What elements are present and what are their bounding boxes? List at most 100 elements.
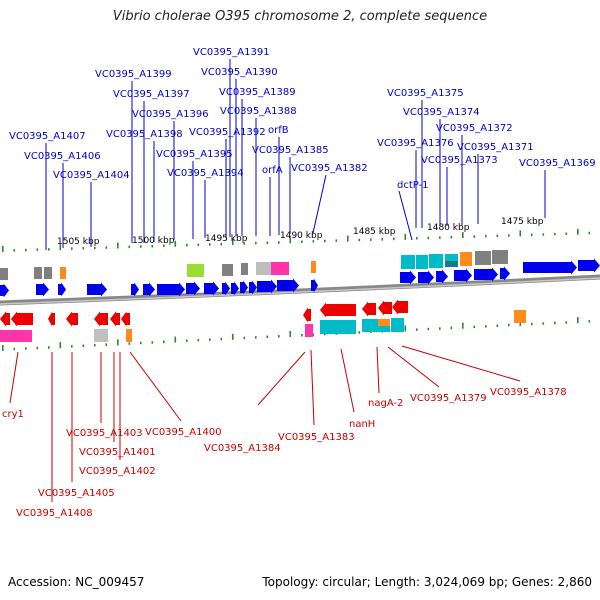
tick-mark — [197, 243, 200, 247]
reverse-gene-label: VC0395_A1384 — [204, 443, 281, 454]
forward-gene-arrow — [186, 281, 200, 296]
gene-feature-box — [362, 319, 378, 332]
gene-feature-box — [492, 250, 508, 264]
forward-gene-label: VC0395_A1397 — [113, 89, 190, 100]
reverse-leader-line — [310, 349, 315, 426]
tick-mark — [496, 324, 499, 327]
tick-mark — [105, 246, 108, 249]
gene-feature-box — [320, 320, 356, 334]
forward-gene-label: VC0395_A1389 — [219, 87, 296, 98]
gene-feature-box — [378, 326, 390, 332]
tick-mark — [163, 244, 165, 248]
map-title: Vibrio cholerae O395 chromosome 2, compl… — [112, 9, 488, 24]
tick-mark — [462, 322, 464, 329]
tick-mark — [140, 341, 142, 345]
tick-mark — [59, 244, 62, 251]
scale-label: 1495 kbp — [205, 234, 248, 244]
gene-feature-box — [256, 262, 271, 275]
tick-mark — [554, 321, 556, 325]
gene-feature-box — [0, 330, 12, 342]
reverse-gene-arrow — [94, 311, 108, 327]
forward-gene-arrow — [257, 279, 277, 294]
forward-gene-label: VC0395_A1376 — [377, 138, 454, 149]
tick-mark — [36, 346, 39, 350]
tick-mark — [393, 237, 395, 241]
forward-gene-arrow — [523, 260, 577, 275]
forward-gene-label: VC0395_A1388 — [220, 106, 297, 117]
forward-gene-arrow — [0, 283, 9, 298]
scale-label: 1485 kbp — [353, 227, 396, 237]
scale-label: 1505 kbp — [57, 237, 100, 247]
tick-mark — [2, 344, 4, 351]
tick-mark — [485, 325, 487, 328]
tick-mark — [266, 335, 269, 339]
forward-gene-arrow — [240, 280, 248, 295]
tick-mark — [59, 342, 62, 349]
tick-mark — [301, 334, 303, 337]
tick-mark — [519, 230, 522, 237]
reverse-gene-label: VC0395_A1400 — [145, 427, 222, 438]
reverse-gene-label: VC0395_A1401 — [79, 447, 156, 458]
tick-mark — [197, 339, 200, 342]
gene-features — [0, 250, 600, 342]
tick-mark — [508, 323, 510, 327]
tick-mark — [278, 241, 280, 244]
reverse-gene-labels: cry1VC0395_A1403VC0395_A1401VC0395_A1402… — [2, 387, 567, 519]
tick-mark — [71, 345, 73, 348]
reverse-gene-label: VC0395_A1378 — [490, 387, 567, 398]
tick-mark — [404, 325, 407, 332]
gene-feature-box — [44, 267, 52, 279]
reverse-gene-arrow — [392, 299, 408, 315]
forward-gene-arrow — [222, 281, 230, 296]
tick-mark — [2, 245, 4, 252]
tick-mark — [588, 231, 591, 235]
forward-gene-arrow — [58, 282, 66, 297]
reverse-gene-arrow — [320, 302, 356, 318]
reverse-gene-label: VC0395_A1405 — [38, 488, 115, 499]
forward-gene-arrow — [143, 282, 155, 297]
reverse-leader-line — [257, 351, 306, 406]
forward-gene-label: VC0395_A1404 — [53, 170, 130, 181]
scale-label: 1475 kbp — [501, 217, 544, 227]
gene-feature-box — [94, 329, 108, 342]
tick-mark — [358, 238, 361, 242]
tick-mark — [554, 232, 556, 236]
forward-gene-label: VC0395_A1392 — [189, 127, 266, 138]
tick-mark — [82, 344, 85, 347]
forward-gene-label: dctP-1 — [397, 180, 429, 191]
forward-gene-arrow — [436, 269, 448, 284]
reverse-gene-label: VC0395_A1408 — [16, 508, 93, 519]
reverse-gene-label: VC0395_A1402 — [79, 466, 156, 477]
reverse-leader-line — [387, 346, 440, 388]
forward-gene-label: VC0395_A1372 — [436, 123, 513, 134]
tick-mark — [312, 333, 315, 336]
forward-gene-label: VC0395_A1371 — [457, 142, 534, 153]
reverse-gene-label: nagA-2 — [368, 398, 403, 409]
gene-feature-box — [429, 254, 443, 268]
forward-gene-arrow — [500, 266, 510, 281]
label-leader-lines — [9, 59, 546, 502]
tick-mark — [416, 237, 418, 240]
reverse-gene-label: cry1 — [2, 409, 24, 420]
forward-gene-arrow — [277, 278, 299, 293]
reverse-gene-arrow — [11, 311, 33, 327]
reverse-gene-arrow — [362, 301, 376, 317]
forward-gene-arrow — [204, 281, 219, 296]
gene-feature-box — [34, 267, 42, 279]
forward-gene-arrow — [578, 258, 600, 273]
tick-mark — [25, 248, 27, 252]
scale-label: 1480 kbp — [427, 223, 470, 233]
tick-mark — [186, 339, 188, 342]
tick-mark — [439, 236, 441, 239]
chromosome-backbone — [0, 274, 600, 306]
forward-gene-label: VC0395_A1382 — [291, 163, 368, 174]
gene-feature-box — [445, 254, 458, 261]
scale-label: 1490 kbp — [280, 231, 323, 241]
tick-mark — [174, 240, 177, 247]
forward-gene-arrow — [249, 280, 257, 295]
tick-mark — [335, 239, 338, 242]
gene-feature-box — [460, 252, 472, 266]
forward-gene-labels: VC0395_A1407VC0395_A1406VC0395_A1404VC03… — [9, 47, 596, 191]
